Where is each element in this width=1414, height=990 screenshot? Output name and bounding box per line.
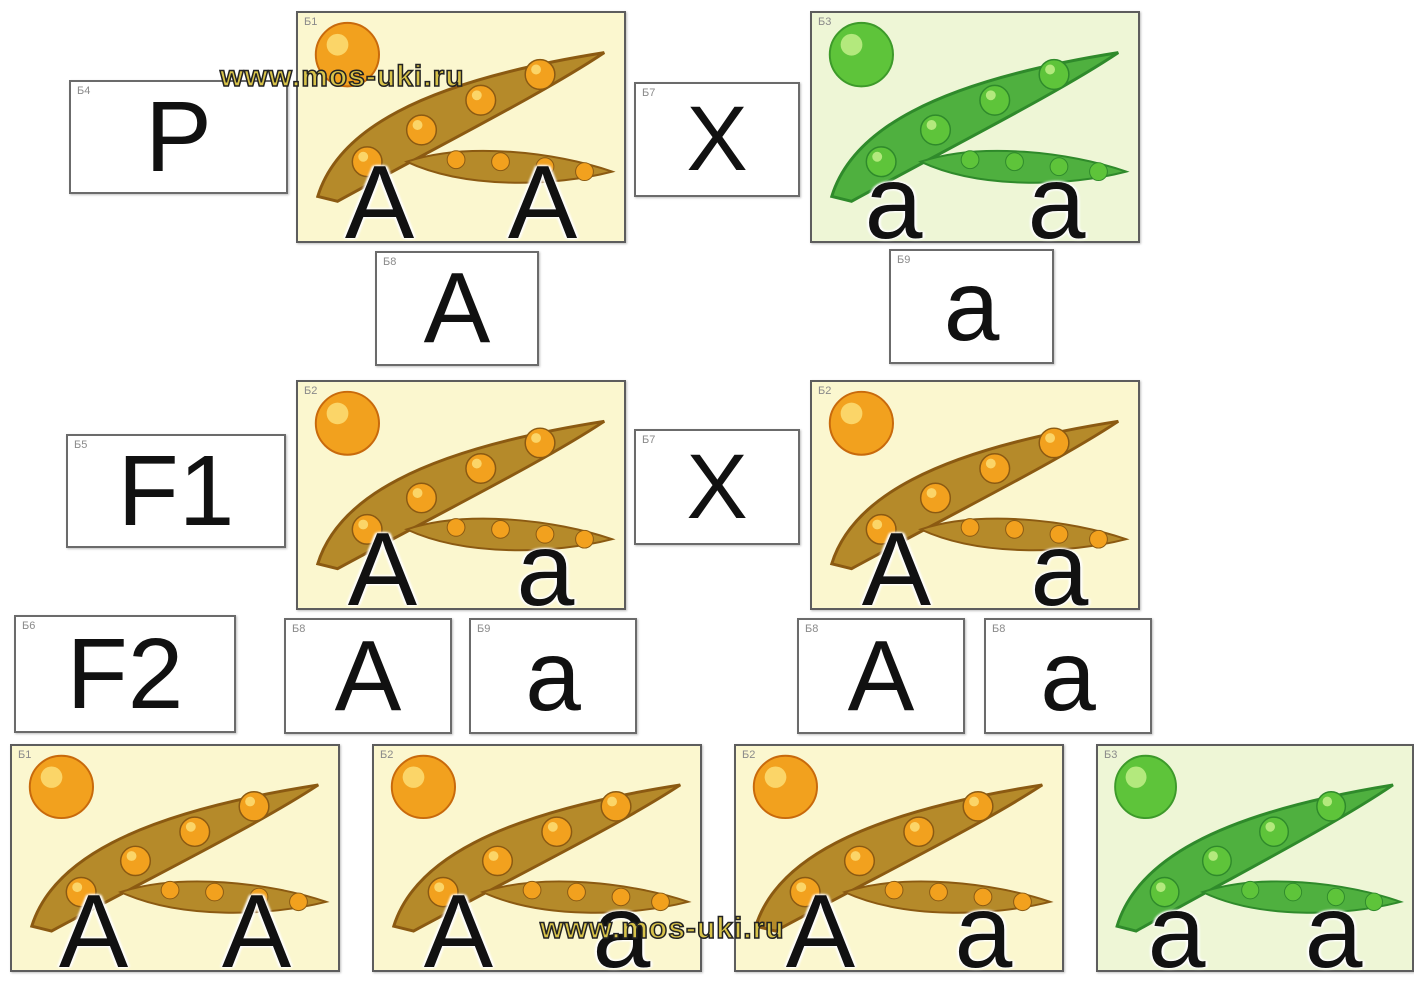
card-tag: Б1 <box>18 749 31 761</box>
card-tag: Б2 <box>818 385 831 397</box>
allele-letter: A <box>59 880 128 984</box>
cross-symbol: X <box>636 84 798 195</box>
cross-card-f1: Б7 X <box>634 429 800 545</box>
pea-icon <box>316 392 379 455</box>
gamete-card-dominant: Б8 A <box>375 251 539 366</box>
card-tag: Б2 <box>380 749 393 761</box>
gamete-allele: a <box>471 620 635 732</box>
gamete-card-recessive: Б8 a <box>984 618 1152 734</box>
generation-label: F1 <box>68 436 284 546</box>
allele-letter: A <box>508 151 577 255</box>
card-tag: Б1 <box>304 16 317 28</box>
pea-icon <box>830 23 893 86</box>
gamete-allele: A <box>377 253 537 364</box>
allele-letter: A <box>222 880 291 984</box>
gamete-card-recessive: Б9 a <box>469 618 637 734</box>
allele-letter: A <box>786 880 855 984</box>
gamete-allele: A <box>286 620 450 732</box>
allele-letter: A <box>424 880 493 984</box>
pea-icon <box>1115 756 1176 818</box>
watermark-text: www.mos-uki.ru <box>540 912 785 946</box>
card-tag: Б3 <box>818 16 831 28</box>
allele-letter: A <box>348 518 417 622</box>
allele-letter: a <box>1030 518 1088 622</box>
pea-icon <box>830 392 893 455</box>
gamete-card-dominant: Б8 A <box>284 618 452 734</box>
label-card-f1: Б5 F1 <box>66 434 286 548</box>
card-tag: Б2 <box>304 385 317 397</box>
gamete-allele: A <box>799 620 963 732</box>
allele-letter: a <box>1028 151 1086 255</box>
allele-letter: A <box>862 518 931 622</box>
label-card-p: Б4 P <box>69 80 288 194</box>
allele-letter: a <box>516 518 574 622</box>
generation-label: F2 <box>16 617 234 731</box>
gamete-card-recessive: Б9 a <box>889 249 1054 364</box>
cross-symbol: X <box>636 431 798 543</box>
generation-label: P <box>71 82 286 192</box>
allele-letter: a <box>1148 880 1206 984</box>
allele-letter: A <box>345 151 414 255</box>
pea-icon <box>392 756 455 818</box>
allele-letter: a <box>865 151 923 255</box>
watermark-text: www.mos-uki.ru <box>220 60 465 94</box>
gamete-allele: a <box>891 251 1052 362</box>
gamete-allele: a <box>986 620 1150 732</box>
gamete-card-dominant: Б8 A <box>797 618 965 734</box>
card-tag: Б2 <box>742 749 755 761</box>
allele-letter: a <box>954 880 1012 984</box>
pea-icon <box>754 756 817 818</box>
allele-letter: a <box>1305 880 1363 984</box>
card-tag: Б3 <box>1104 749 1117 761</box>
cross-card-p: Б7 X <box>634 82 800 197</box>
label-card-f2: Б6 F2 <box>14 615 236 733</box>
pea-icon <box>30 756 93 818</box>
